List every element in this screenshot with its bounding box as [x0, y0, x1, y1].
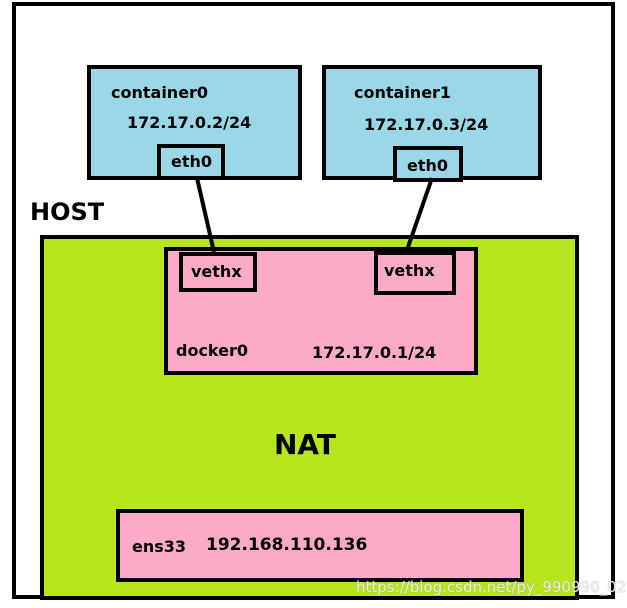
- veth-left: vethx: [179, 252, 257, 292]
- nat-label: NAT: [274, 428, 337, 461]
- container1-ip: 172.17.0.3/24: [364, 115, 489, 134]
- ens33-nic: ens33 192.168.110.136: [116, 509, 524, 582]
- veth-right: vethx: [374, 251, 456, 295]
- veth-label: vethx: [191, 262, 242, 281]
- docker0-bridge: vethx vethx docker0 172.17.0.1/24: [164, 247, 478, 375]
- ens33-ip: 192.168.110.136: [206, 535, 368, 555]
- veth-label: vethx: [384, 261, 435, 280]
- link-container1: [405, 177, 434, 251]
- container1-eth0: eth0: [393, 146, 463, 182]
- host-label: HOST: [30, 198, 105, 226]
- link-container0: [195, 177, 216, 253]
- ens33-name: ens33: [132, 537, 187, 556]
- container1-name: container1: [354, 83, 452, 102]
- docker0-ip: 172.17.0.1/24: [312, 343, 437, 362]
- container0-ip: 172.17.0.2/24: [127, 113, 252, 132]
- eth0-label: eth0: [407, 156, 449, 175]
- eth0-label: eth0: [171, 152, 213, 171]
- container0-box: container0 172.17.0.2/24 eth0: [87, 65, 302, 180]
- container0-name: container0: [111, 83, 209, 102]
- docker0-name: docker0: [176, 341, 249, 360]
- container0-eth0: eth0: [157, 144, 225, 180]
- watermark: https://blog.csdn.net/py_990990_02: [356, 578, 627, 596]
